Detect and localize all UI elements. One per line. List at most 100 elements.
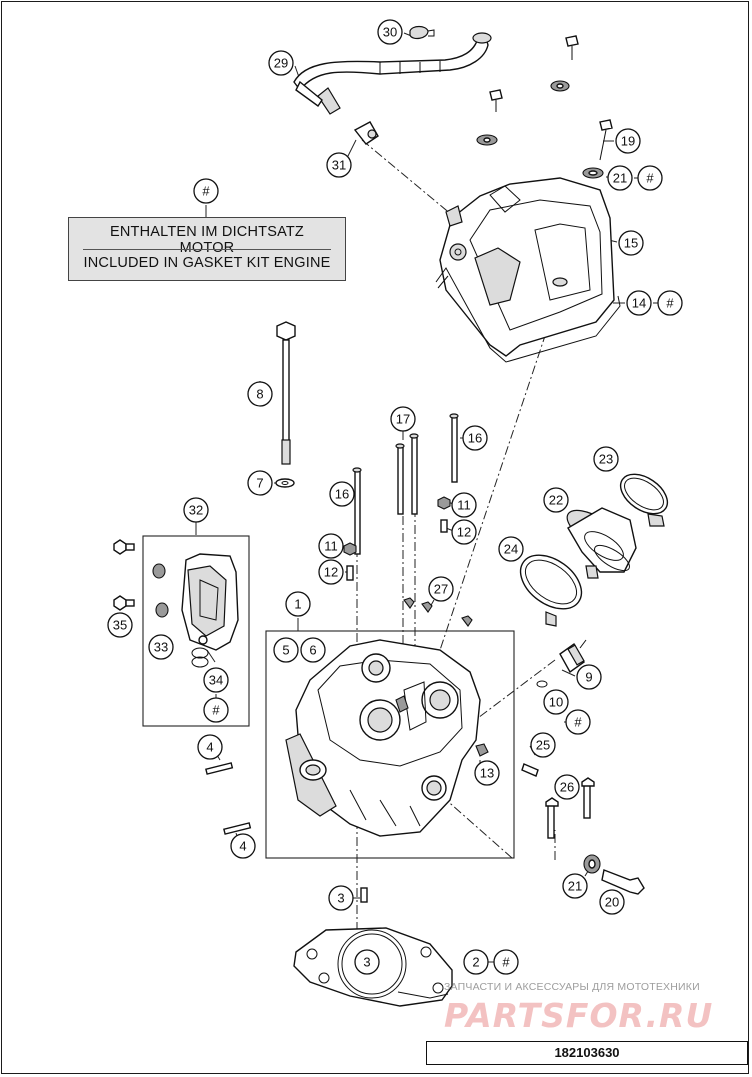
svg-text:27: 27 — [434, 582, 448, 597]
svg-text:13: 13 — [480, 766, 494, 781]
callout-20: 20 — [599, 889, 625, 915]
tensioner-seals — [152, 563, 209, 668]
svg-text:#: # — [646, 171, 654, 186]
callout-10: 10 — [543, 689, 569, 715]
svg-text:24: 24 — [504, 542, 518, 557]
nuts-and-dowels — [343, 496, 473, 627]
callout-21-bottom: 21 — [562, 873, 588, 899]
callout-12-right: 12 — [451, 519, 477, 545]
callout-25: 25 — [530, 732, 556, 758]
svg-text:30: 30 — [383, 25, 397, 40]
callout-14: 14 — [626, 290, 652, 316]
svg-text:4: 4 — [239, 839, 246, 854]
svg-text:7: 7 — [256, 476, 263, 491]
svg-text:16: 16 — [335, 487, 349, 502]
callout-29: 29 — [268, 50, 294, 76]
callout-21-top: 21 — [607, 165, 633, 191]
callout-35: 35 — [107, 612, 133, 638]
svg-text:5: 5 — [282, 643, 289, 658]
callout-26: 26 — [554, 774, 580, 800]
svg-text:17: 17 — [396, 412, 410, 427]
svg-text:35: 35 — [113, 618, 127, 633]
callout-15: 15 — [618, 230, 644, 256]
callout-14-hash: # — [657, 290, 683, 316]
svg-text:31: 31 — [332, 158, 346, 173]
svg-text:10: 10 — [549, 695, 563, 710]
gasket-kit-note: ENTHALTEN IM DICHTSATZ MOTOR INCLUDED IN… — [68, 217, 346, 281]
callout-30: 30 — [377, 19, 403, 45]
callout-9: 9 — [576, 664, 602, 690]
svg-text:11: 11 — [457, 498, 471, 513]
svg-text:14: 14 — [632, 296, 646, 311]
svg-text:33: 33 — [154, 640, 168, 655]
callout-34: 34 — [203, 667, 229, 693]
callout-13: 13 — [474, 760, 500, 786]
callout-33: 33 — [148, 634, 174, 660]
callout-22: 22 — [543, 487, 569, 513]
svg-text:32: 32 — [189, 503, 203, 518]
gasket-note-english: INCLUDED IN GASKET KIT ENGINE — [83, 255, 331, 271]
tensioner-bolts — [113, 539, 135, 611]
callout-16-left: 16 — [329, 481, 355, 507]
callout-23: 23 — [593, 446, 619, 472]
callout-10-hash: # — [565, 709, 591, 735]
svg-text:34: 34 — [209, 673, 223, 688]
breather-hose — [293, 32, 492, 115]
tensioner-housing — [181, 553, 239, 651]
callout-11-left: 11 — [318, 533, 344, 559]
svg-text:4: 4 — [206, 740, 213, 755]
gasket-note-divider — [83, 249, 331, 250]
cylinder-studs — [352, 413, 459, 555]
intake-clamp-large — [619, 473, 669, 527]
callout-6: 6 — [300, 637, 326, 663]
svg-text:2: 2 — [472, 955, 479, 970]
callout-32: 32 — [183, 497, 209, 523]
callout-11-right: 11 — [451, 492, 477, 518]
svg-text:19: 19 — [621, 134, 635, 149]
svg-text:#: # — [574, 715, 582, 730]
callout-4-upper: 4 — [197, 734, 223, 760]
cylinder-head — [285, 639, 481, 837]
gasket-note-german: ENTHALTEN IM DICHTSATZ MOTOR — [110, 224, 304, 256]
callout-34-hash: # — [203, 697, 229, 723]
top-bolts — [476, 35, 613, 179]
svg-text:15: 15 — [624, 236, 638, 251]
breather-fitting — [353, 121, 379, 145]
svg-text:#: # — [666, 296, 674, 311]
hose-clamp — [409, 25, 435, 40]
svg-text:12: 12 — [324, 565, 338, 580]
cylinder-head-box — [265, 630, 515, 859]
svg-text:12: 12 — [457, 525, 471, 540]
callout-24: 24 — [498, 536, 524, 562]
callout-1: 1 — [285, 591, 311, 617]
callout-12-left: 12 — [318, 559, 344, 585]
svg-text:3: 3 — [337, 891, 344, 906]
valve-cover — [439, 177, 615, 357]
svg-text:25: 25 — [536, 738, 550, 753]
svg-text:8: 8 — [256, 387, 263, 402]
svg-text:29: 29 — [274, 56, 288, 71]
part-callouts: # 30 29 31 19 21 # 15 14 # 8 7 17 16 16 … — [107, 19, 683, 975]
callout-27: 27 — [428, 576, 454, 602]
svg-text:26: 26 — [560, 780, 574, 795]
callout-17: 17 — [390, 406, 416, 432]
svg-text:1: 1 — [294, 597, 301, 612]
svg-text:#: # — [202, 184, 210, 199]
svg-text:21: 21 — [568, 879, 582, 894]
svg-text:23: 23 — [599, 452, 613, 467]
callout-7: 7 — [247, 470, 273, 496]
svg-text:20: 20 — [605, 895, 619, 910]
callout-3-upper: 3 — [328, 885, 354, 911]
watermark-logo: PARTSFOR.RU — [444, 996, 714, 1035]
intake-clamp-small — [519, 554, 583, 627]
callout-19: 19 — [615, 128, 641, 154]
callout-gasket-note-marker: # — [193, 178, 219, 204]
tensioner-group-box — [142, 535, 250, 727]
banjo-bolt — [583, 854, 645, 895]
drawing-number: 182103630 — [426, 1041, 748, 1065]
svg-text:21: 21 — [613, 171, 627, 186]
intake-flange — [566, 507, 637, 579]
svg-text:9: 9 — [585, 670, 592, 685]
